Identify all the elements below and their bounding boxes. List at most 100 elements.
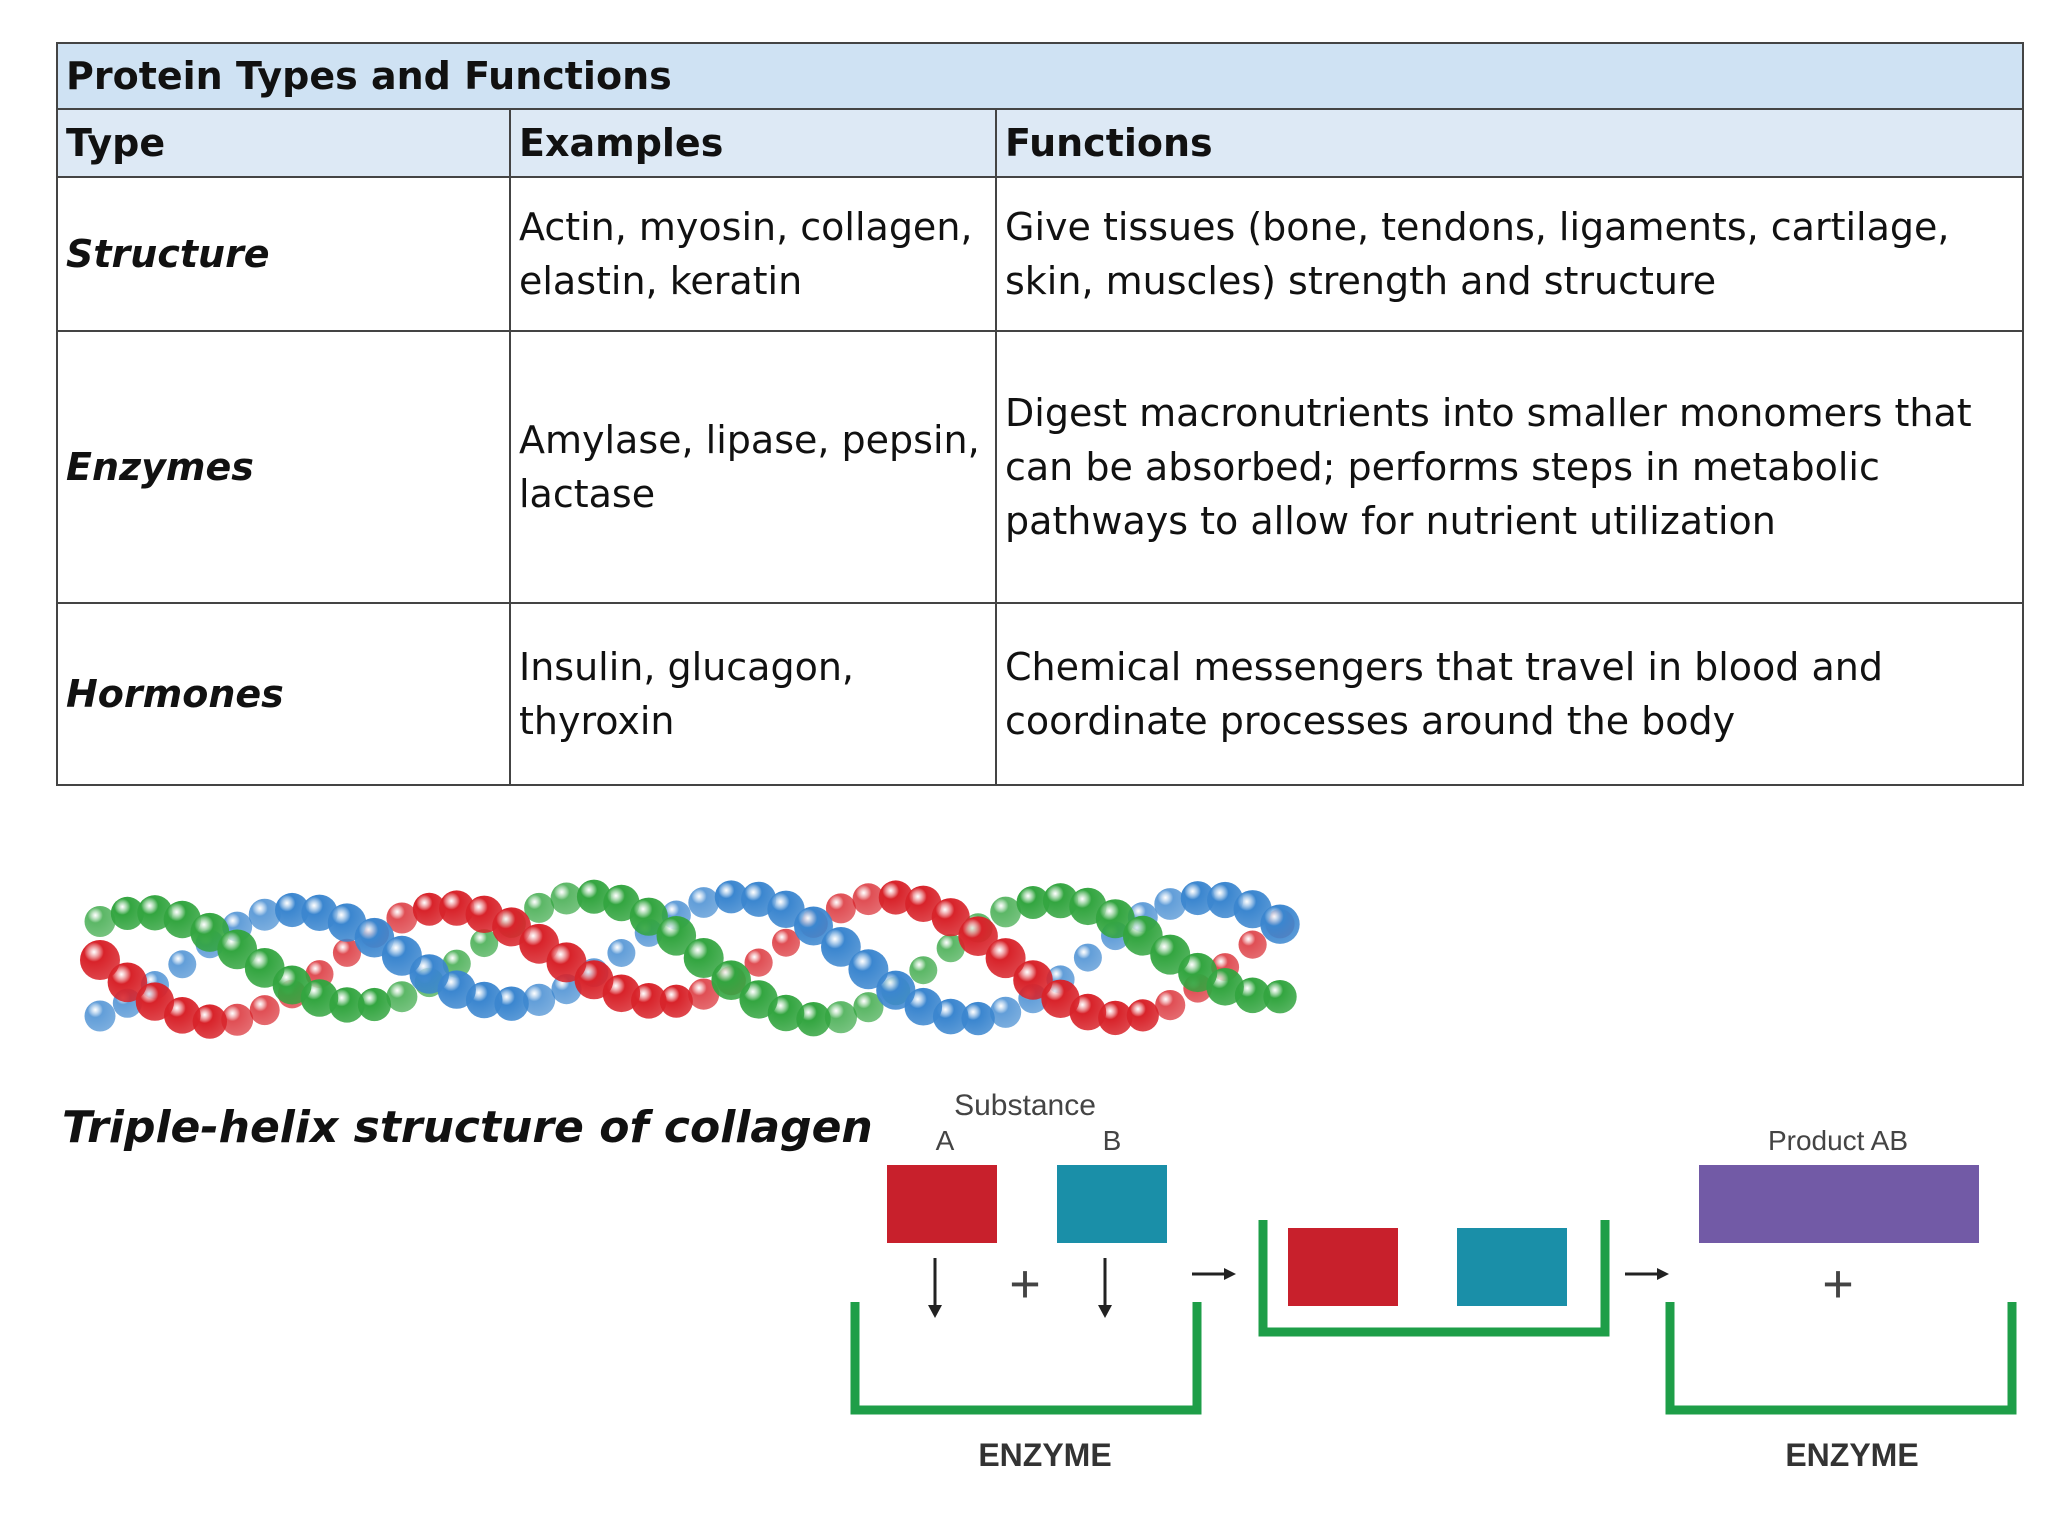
down-arrow-icon — [1098, 1258, 1112, 1318]
type-cell: Hormones — [56, 602, 511, 786]
enzyme-shape — [1665, 1302, 2017, 1415]
helix-bead — [470, 929, 499, 958]
helix-bead — [249, 995, 280, 1026]
helix-bead — [546, 942, 587, 983]
helix-bead — [412, 892, 446, 926]
helix-bead — [523, 983, 556, 1016]
right-arrow-icon — [1625, 1268, 1669, 1280]
enzyme-reaction-diagram: Substance A B + ENZYME Product AB + ENZY… — [850, 1089, 2017, 1473]
substance-b-label: B — [1103, 1125, 1122, 1156]
helix-bead — [524, 892, 555, 923]
helix-bead — [990, 996, 1022, 1028]
helix-bead — [876, 970, 916, 1010]
helix-bead — [84, 1000, 116, 1032]
helix-bead — [683, 938, 724, 978]
table-row: Hormones Insulin, glucagon, thyroxin Che… — [56, 602, 2025, 786]
helix-bead — [551, 974, 582, 1005]
helix-bead — [550, 882, 583, 915]
helix-bead — [714, 880, 748, 914]
helix-bead — [275, 892, 310, 928]
helix-bead — [1180, 881, 1215, 916]
helix-bead — [381, 935, 422, 976]
helix-bead — [1013, 960, 1053, 1000]
table-title: Protein Types and Functions — [55, 42, 2025, 110]
helix-bead — [107, 962, 148, 1003]
protein-table: Protein Types and Functions Type Example… — [55, 42, 2025, 786]
collagen-helix-illustration — [80, 879, 1300, 1039]
helix-bead — [794, 906, 833, 946]
helix-bead — [824, 1001, 858, 1034]
helix-bead — [878, 880, 913, 915]
substance-a-block — [887, 1165, 997, 1243]
helix-bead — [1155, 990, 1186, 1021]
helix-bead — [248, 898, 281, 931]
helix-bead — [244, 948, 285, 988]
helix-bead — [80, 940, 120, 980]
helix-bead — [909, 956, 938, 985]
bound-substance-b — [1457, 1228, 1567, 1306]
helix-bead — [852, 883, 885, 916]
helix-bead — [576, 879, 612, 914]
plus-sign: + — [1009, 1254, 1041, 1314]
substance-label: Substance — [954, 1089, 1096, 1122]
helix-bead — [1042, 883, 1079, 919]
helix-bead — [711, 960, 751, 1000]
helix-bead — [386, 981, 418, 1013]
helix-bead — [1126, 999, 1159, 1032]
helix-bead — [796, 1002, 831, 1037]
enzyme-substrate-complex — [1258, 1220, 1610, 1337]
functions-cell: Chemical messengers that travel in blood… — [994, 602, 2025, 786]
collagen-caption: Triple-helix structure of collagen — [62, 1102, 873, 1153]
helix-bead — [1238, 930, 1267, 959]
helix-bead — [1041, 979, 1080, 1018]
substance-b-block — [1057, 1165, 1167, 1243]
helix-bead — [931, 898, 970, 937]
helix-bead — [853, 992, 884, 1023]
helix-bead — [357, 987, 391, 1022]
product-ab-block — [1699, 1165, 1979, 1243]
header-type: Type — [56, 108, 511, 178]
helix-bead — [1098, 1000, 1133, 1036]
helix-bead — [990, 896, 1021, 928]
type-cell: Structure — [56, 176, 511, 332]
helix-bead — [688, 978, 720, 1010]
helix-bead — [221, 1003, 254, 1036]
functions-cell: Give tissues (bone, tendons, ligaments, … — [994, 176, 2025, 332]
examples-cell: Insulin, glucagon, thyroxin — [509, 602, 997, 786]
helix-bead — [1260, 904, 1300, 944]
examples-cell: Actin, myosin, collagen, elastin, kerati… — [509, 176, 997, 332]
helix-bead — [688, 887, 720, 918]
helix-bead — [961, 1001, 995, 1036]
helix-bead — [192, 1004, 227, 1039]
helix-bead — [168, 950, 197, 979]
table-title-row: Protein Types and Functions — [55, 42, 2025, 110]
enzyme-shape — [850, 1302, 1202, 1415]
helix-bead — [1016, 886, 1050, 919]
enzyme-label: ENZYME — [1785, 1437, 1918, 1473]
substance-a-label: A — [936, 1125, 955, 1156]
helix-bead — [767, 890, 805, 928]
helix-bead — [985, 938, 1026, 979]
helix-bead — [135, 982, 175, 1021]
helix-bead — [1150, 934, 1191, 975]
bound-substance-a — [1288, 1228, 1398, 1306]
helix-bead — [656, 916, 697, 956]
helix-bead — [936, 934, 965, 963]
helix-bead — [772, 928, 800, 957]
helix-bead — [442, 949, 471, 978]
header-examples: Examples — [509, 108, 997, 178]
helix-bead — [821, 927, 861, 967]
helix-bead — [744, 948, 773, 977]
right-arrow-icon — [1192, 1268, 1236, 1280]
header-functions: Functions — [994, 108, 2025, 178]
helix-bead — [659, 984, 693, 1018]
table-row: Structure Actin, myosin, collagen, elast… — [56, 176, 2025, 332]
helix-bead — [84, 906, 116, 937]
helix-bead — [825, 893, 856, 924]
helix-bead — [1073, 943, 1102, 972]
helix-bead — [607, 939, 636, 967]
down-arrow-icon — [928, 1258, 942, 1318]
helix-bead — [739, 980, 778, 1019]
product-label: Product AB — [1768, 1125, 1908, 1156]
helix-bead — [110, 896, 144, 930]
